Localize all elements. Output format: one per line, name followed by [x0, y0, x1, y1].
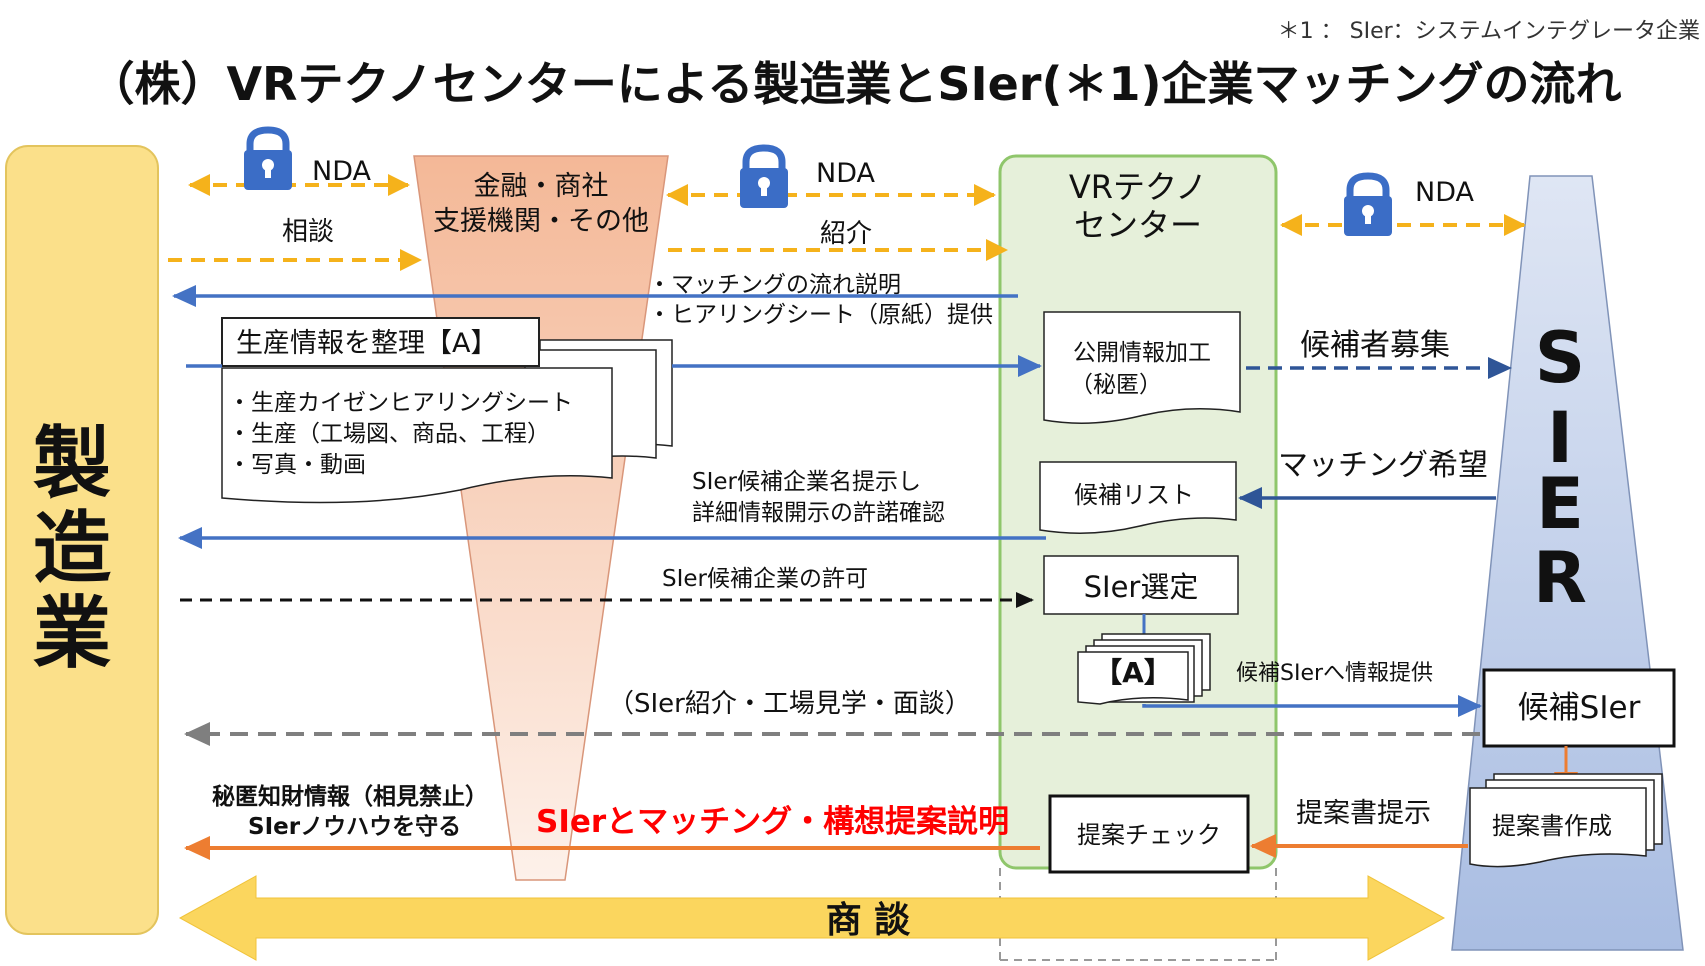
shodan-double-arrow	[178, 875, 1446, 961]
public-info-line1: 公開情報加工	[1073, 340, 1211, 366]
finance-label-line1: 金融・商社	[474, 171, 609, 202]
svg-text:R: R	[1533, 537, 1587, 619]
lock-icon	[1344, 172, 1392, 236]
public-info-box	[1043, 311, 1241, 424]
sier-select-label: SIer選定	[1084, 570, 1199, 604]
nda-label: NDA	[1415, 177, 1475, 208]
production-doc-item: ・生産（工場図、商品、工程）	[228, 421, 550, 447]
public-info-line2: （秘匿）	[1070, 372, 1162, 398]
vr-center-label-line2: センター	[1074, 206, 1202, 244]
sier-permit-label: SIer候補企業の許可	[662, 566, 868, 592]
secret-info-line2: SIerノウハウを守る	[248, 813, 461, 840]
lock-icon	[244, 126, 292, 190]
svg-text:造: 造	[33, 504, 111, 594]
svg-text:S: S	[1535, 317, 1585, 399]
production-doc-item: ・生産カイゼンヒアリングシート	[228, 390, 573, 416]
finance-funnel	[413, 155, 669, 881]
nda-label: NDA	[816, 158, 876, 189]
lock-icon	[740, 144, 788, 208]
vr-center-label-line1: VRテクノ	[1069, 168, 1207, 206]
footnote: ＊1 ： SIer：システムインテグレータ企業	[1278, 19, 1700, 44]
candidate-sier-label: 候補SIer	[1518, 690, 1641, 726]
sier-candidate-line1: SIer候補企業名提示し	[692, 469, 921, 495]
sier-label: S I E R	[1533, 317, 1587, 619]
flow-explain-label: ・マッチングの流れ説明	[648, 272, 901, 298]
candidate-recruit-label: 候補者募集	[1300, 328, 1450, 363]
shodan-label: 商 談	[826, 900, 911, 941]
svg-text:業: 業	[33, 589, 111, 679]
red-matching-label: SIerとマッチング・構想提案説明	[536, 804, 1009, 840]
proposal-make-stack	[1469, 773, 1663, 868]
hearing-sheet-label: ・ヒアリングシート（原紙）提供	[648, 302, 993, 328]
shoukai-label: 紹介	[820, 219, 872, 249]
svg-text:E: E	[1536, 463, 1584, 545]
production-doc-title: 生産情報を整理【A】	[236, 328, 497, 359]
proposal-check-box	[1048, 794, 1250, 874]
svg-text:製: 製	[33, 419, 111, 509]
secret-info-line1: 秘匿知財情報（相見禁止）	[212, 783, 488, 810]
soudan-label: 相談	[282, 217, 334, 247]
proposal-present-label: 提案書提示	[1296, 798, 1431, 829]
matching-wish-label: マッチング希望	[1278, 448, 1488, 483]
finance-label-line2: 支援機関・その他	[433, 206, 649, 237]
nda-label: NDA	[312, 156, 372, 187]
info-provide-arrow	[1142, 695, 1482, 717]
doc-a-label: 【A】	[1094, 656, 1172, 689]
sier-select-box	[1043, 555, 1239, 615]
sier-tower	[1451, 175, 1684, 951]
candidate-sier-box	[1482, 668, 1676, 748]
candidate-list-label: 候補リスト	[1074, 481, 1194, 509]
production-doc-item: ・写真・動画	[228, 452, 366, 478]
info-provide-label: 候補SIerへ情報提供	[1236, 661, 1433, 686]
candidate-list-box	[1039, 461, 1237, 534]
manufacturing-label: 製 造 業	[33, 419, 111, 679]
sier-candidate-line2: 詳細情報開示の許諾確認	[692, 500, 945, 526]
svg-text:I: I	[1547, 397, 1573, 479]
proposal-make-label: 提案書作成	[1492, 812, 1612, 840]
production-doc	[221, 317, 673, 504]
proposal-check-label: 提案チェック	[1077, 821, 1221, 849]
sier-intro-label: （SIer紹介・工場見学・面談）	[608, 689, 971, 719]
manufacturing-column	[5, 145, 159, 935]
page-title: （株）VRテクノセンターによる製造業とSIer(＊1)企業マッチングの流れ	[88, 57, 1621, 111]
doc-a-stack	[1077, 633, 1211, 705]
